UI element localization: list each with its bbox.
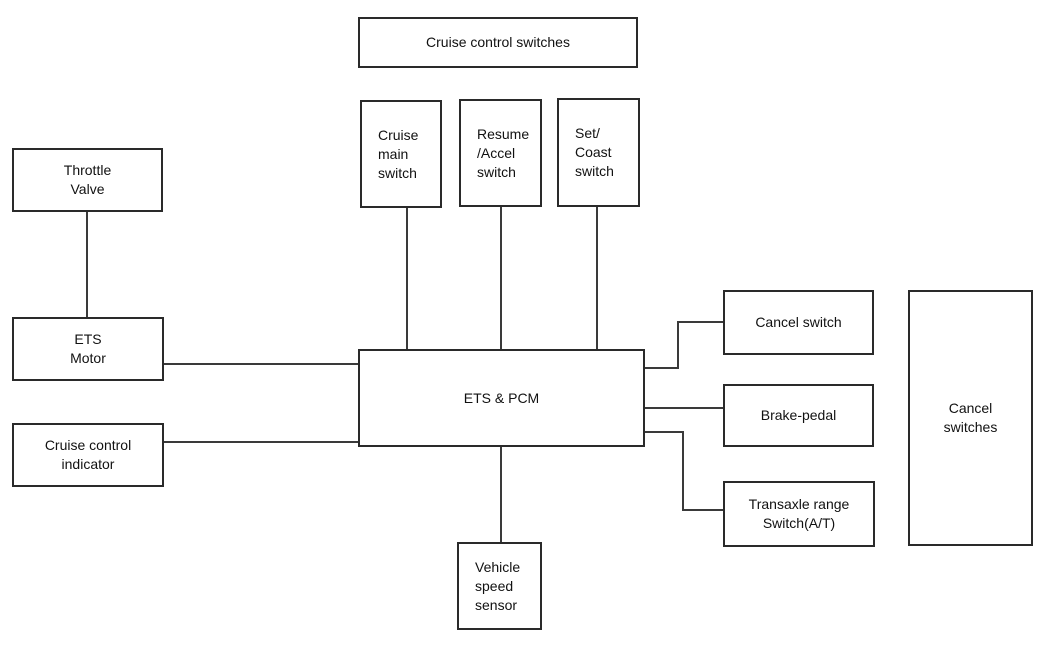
node-vehicle-speed-sensor: Vehicle speed sensor (457, 542, 542, 630)
node-label: Cruise control indicator (44, 437, 132, 472)
node-resume-accel-switch: Resume /Accel switch (459, 99, 542, 207)
node-cancel-switches-group: Cancel switches (908, 290, 1033, 546)
connector-ets-pcm-to-vehicle-speed-sensor (500, 447, 502, 542)
connector-resume-accel-switch-to-ets-pcm (500, 207, 502, 349)
node-label: ETS & PCM (463, 389, 540, 406)
node-label: Vehicle speed sensor (475, 558, 521, 613)
connector-ets-pcm-to-transaxle-segment (645, 431, 684, 433)
node-label: Cruise control switches (426, 34, 570, 50)
connector-ets-pcm-to-transaxle-segment (682, 431, 684, 511)
node-label: Throttle Valve (63, 162, 112, 197)
node-throttle-valve: Throttle Valve (12, 148, 163, 212)
node-label: Set/ Coast switch (575, 125, 614, 179)
node-label: Transaxle range Switch(A/T) (748, 496, 850, 531)
node-label: Cancel switch (755, 314, 842, 330)
connector-set-coast-switch-to-ets-pcm (596, 207, 598, 349)
node-cruise-main-switch: Cruise main switch (360, 100, 442, 208)
connector-cruise-control-indicator-to-ets-pcm (164, 441, 358, 443)
connector-cruise-main-switch-to-ets-pcm (406, 208, 408, 349)
connector-ets-pcm-to-cancel-switch-segment (677, 321, 723, 323)
node-label: Resume /Accel switch (477, 125, 530, 180)
connector-ets-motor-to-ets-pcm (164, 363, 358, 365)
node-cancel-switch: Cancel switch (723, 290, 874, 355)
node-set-coast-switch: Set/ Coast switch (557, 98, 640, 207)
node-ets-pcm: ETS & PCM (358, 349, 645, 447)
connector-ets-pcm-to-transaxle-segment (682, 509, 723, 511)
node-label: ETS Motor (70, 331, 106, 366)
connector-ets-pcm-to-brake-pedal (645, 407, 723, 409)
node-label: Cancel switches (943, 400, 998, 435)
node-cruise-control-switches-group: Cruise control switches (358, 17, 638, 68)
node-transaxle-range-switch: Transaxle range Switch(A/T) (723, 481, 875, 547)
connector-ets-pcm-to-cancel-switch-segment (677, 321, 679, 369)
node-cruise-control-indicator: Cruise control indicator (12, 423, 164, 487)
node-label: Brake-pedal (760, 407, 837, 423)
node-ets-motor: ETS Motor (12, 317, 164, 381)
node-label: Cruise main switch (378, 126, 419, 181)
node-brake-pedal: Brake-pedal (723, 384, 874, 447)
connector-throttle-valve-to-ets-motor (86, 212, 88, 317)
connector-ets-pcm-to-cancel-switch-segment (645, 367, 679, 369)
